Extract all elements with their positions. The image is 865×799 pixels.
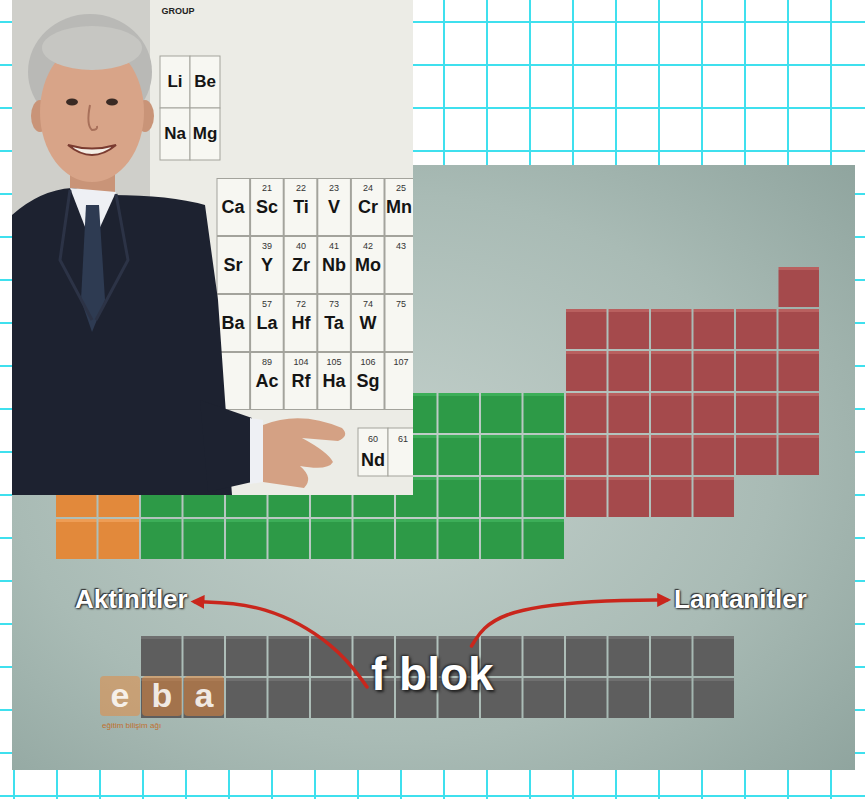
- element-symbol: Na: [164, 125, 186, 144]
- element-symbol: Cr: [358, 198, 378, 218]
- node-text: f blok: [371, 648, 494, 701]
- atomic-number: 21: [262, 184, 272, 194]
- photo-cell: [190, 56, 220, 108]
- element-symbol: Mn: [386, 198, 412, 218]
- atomic-number: 75: [396, 300, 406, 310]
- photo-cell: [358, 428, 388, 476]
- atomic-number: 106: [360, 358, 375, 368]
- element-symbol: Li: [167, 73, 182, 92]
- element-symbol: Hf: [292, 314, 311, 334]
- atomic-number: 25: [396, 184, 406, 194]
- element-symbol: Ba: [221, 314, 244, 334]
- pointer-arrow: [195, 602, 367, 687]
- block-title: f blok: [367, 646, 498, 703]
- p-block: [565, 308, 820, 476]
- photo-cell: [160, 108, 190, 160]
- hair-top: [42, 26, 142, 70]
- node-text: Aktinitler: [75, 585, 188, 615]
- p-block-top: [778, 266, 821, 308]
- element-symbol: Ti: [293, 198, 309, 218]
- element-symbol: Rf: [292, 372, 311, 392]
- atomic-number: 43: [396, 242, 406, 252]
- atomic-number: 104: [293, 358, 308, 368]
- cuff: [250, 418, 263, 484]
- element-symbol: Sr: [223, 256, 242, 276]
- p-block-row: [565, 476, 735, 518]
- atomic-number: 72: [296, 300, 306, 310]
- scientist-photo: [12, 0, 413, 495]
- photo-cell: [388, 428, 413, 476]
- series-label: Lantanitler: [670, 583, 811, 617]
- group-header: GROUP: [161, 7, 194, 17]
- element-symbol: Zr: [292, 256, 310, 276]
- node-text: Lantanitler: [674, 585, 807, 615]
- element-symbol: La: [256, 314, 277, 334]
- element-symbol: Ac: [255, 372, 278, 392]
- atomic-number: 57: [262, 300, 272, 310]
- pointing-hand: [263, 418, 345, 488]
- element-symbol: Ha: [322, 372, 345, 392]
- photo-cells: [217, 178, 414, 410]
- slide-panel: [12, 165, 855, 770]
- lapel: [60, 190, 128, 320]
- eye: [106, 99, 118, 106]
- atomic-number: 24: [363, 184, 373, 194]
- element-symbol: Ca: [221, 198, 244, 218]
- element-symbol: Be: [194, 73, 216, 92]
- element-symbol: Y: [261, 256, 273, 276]
- element-symbol: W: [360, 314, 377, 334]
- element-symbol: V: [328, 198, 340, 218]
- atomic-number: 61: [398, 435, 408, 445]
- nose: [88, 105, 97, 130]
- element-symbol: Mo: [355, 256, 381, 276]
- atomic-number: 40: [296, 242, 306, 252]
- element-symbol: Nd: [361, 451, 385, 471]
- sleeve: [200, 400, 252, 492]
- element-symbol: Sc: [256, 198, 278, 218]
- atomic-number: 105: [326, 358, 341, 368]
- element-symbol: Mg: [193, 125, 218, 144]
- eye: [66, 99, 78, 106]
- photo-cell: [190, 108, 220, 160]
- watermark-text: eğitim bilişim ağı: [102, 722, 161, 731]
- atomic-number: 74: [363, 300, 373, 310]
- atomic-number: 39: [262, 242, 272, 252]
- photo-cell: [160, 56, 190, 108]
- element-symbol: Sg: [356, 372, 379, 392]
- atomic-number: 73: [329, 300, 339, 310]
- atomic-number: 60: [368, 435, 378, 445]
- suit: [12, 188, 232, 495]
- atomic-number: 22: [296, 184, 306, 194]
- atomic-number: 23: [329, 184, 339, 194]
- watermark-logo: eba: [111, 677, 236, 714]
- pointer-arrow: [472, 600, 667, 646]
- atomic-number: 107: [393, 358, 408, 368]
- atomic-number: 89: [262, 358, 272, 368]
- atomic-number: 41: [329, 242, 339, 252]
- smile: [68, 145, 116, 155]
- element-symbol: Ta: [324, 314, 344, 334]
- atomic-number: 42: [363, 242, 373, 252]
- series-label: Aktinitler: [71, 583, 192, 617]
- element-symbol: Nb: [322, 256, 346, 276]
